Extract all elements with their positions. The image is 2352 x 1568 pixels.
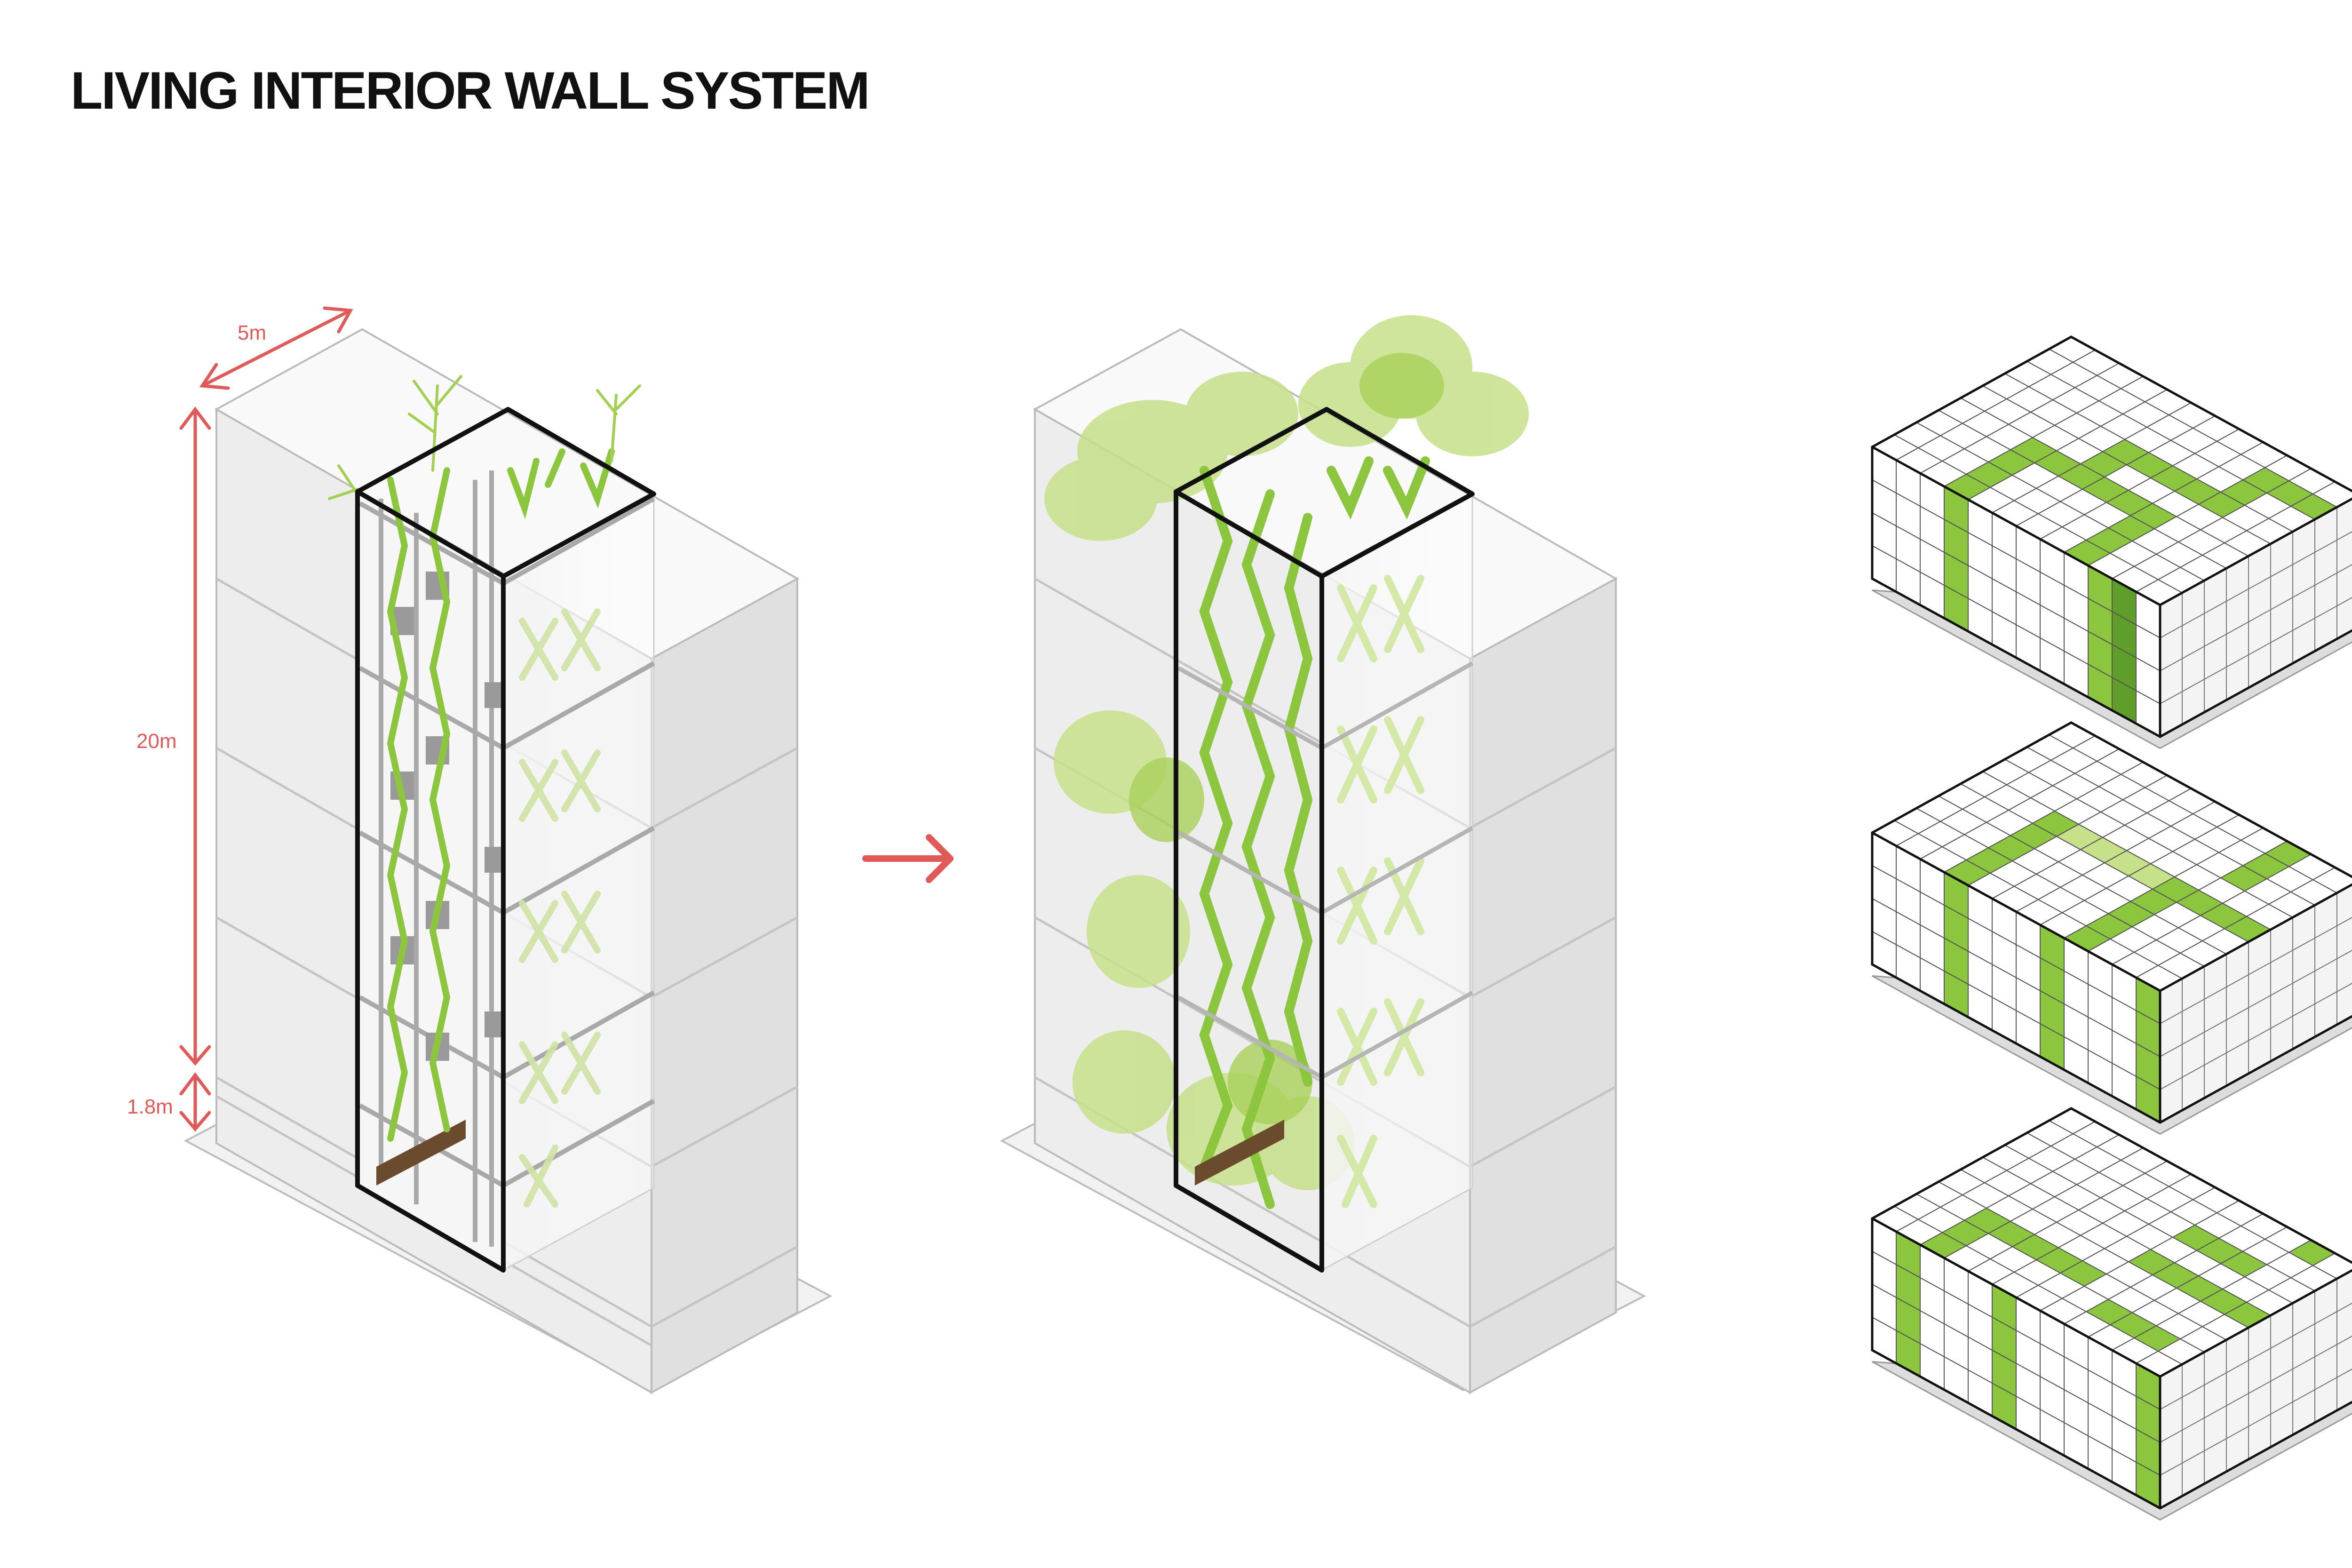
dimension-height-upper-label: 20m: [136, 730, 177, 753]
pattern-blocks: [1872, 337, 2352, 1520]
building-middle: [1002, 315, 1644, 1393]
pattern-block-3: [1872, 1108, 2352, 1520]
dimension-width-label: 5m: [238, 321, 266, 344]
glass-side-left: [503, 494, 654, 1270]
building-left: [186, 329, 830, 1393]
pattern-block-2: [1872, 723, 2352, 1134]
dimension-height-lower-label: 1.8m: [127, 1095, 173, 1118]
arrow-right-icon: [866, 837, 950, 880]
pattern-block-1: [1872, 337, 2352, 748]
